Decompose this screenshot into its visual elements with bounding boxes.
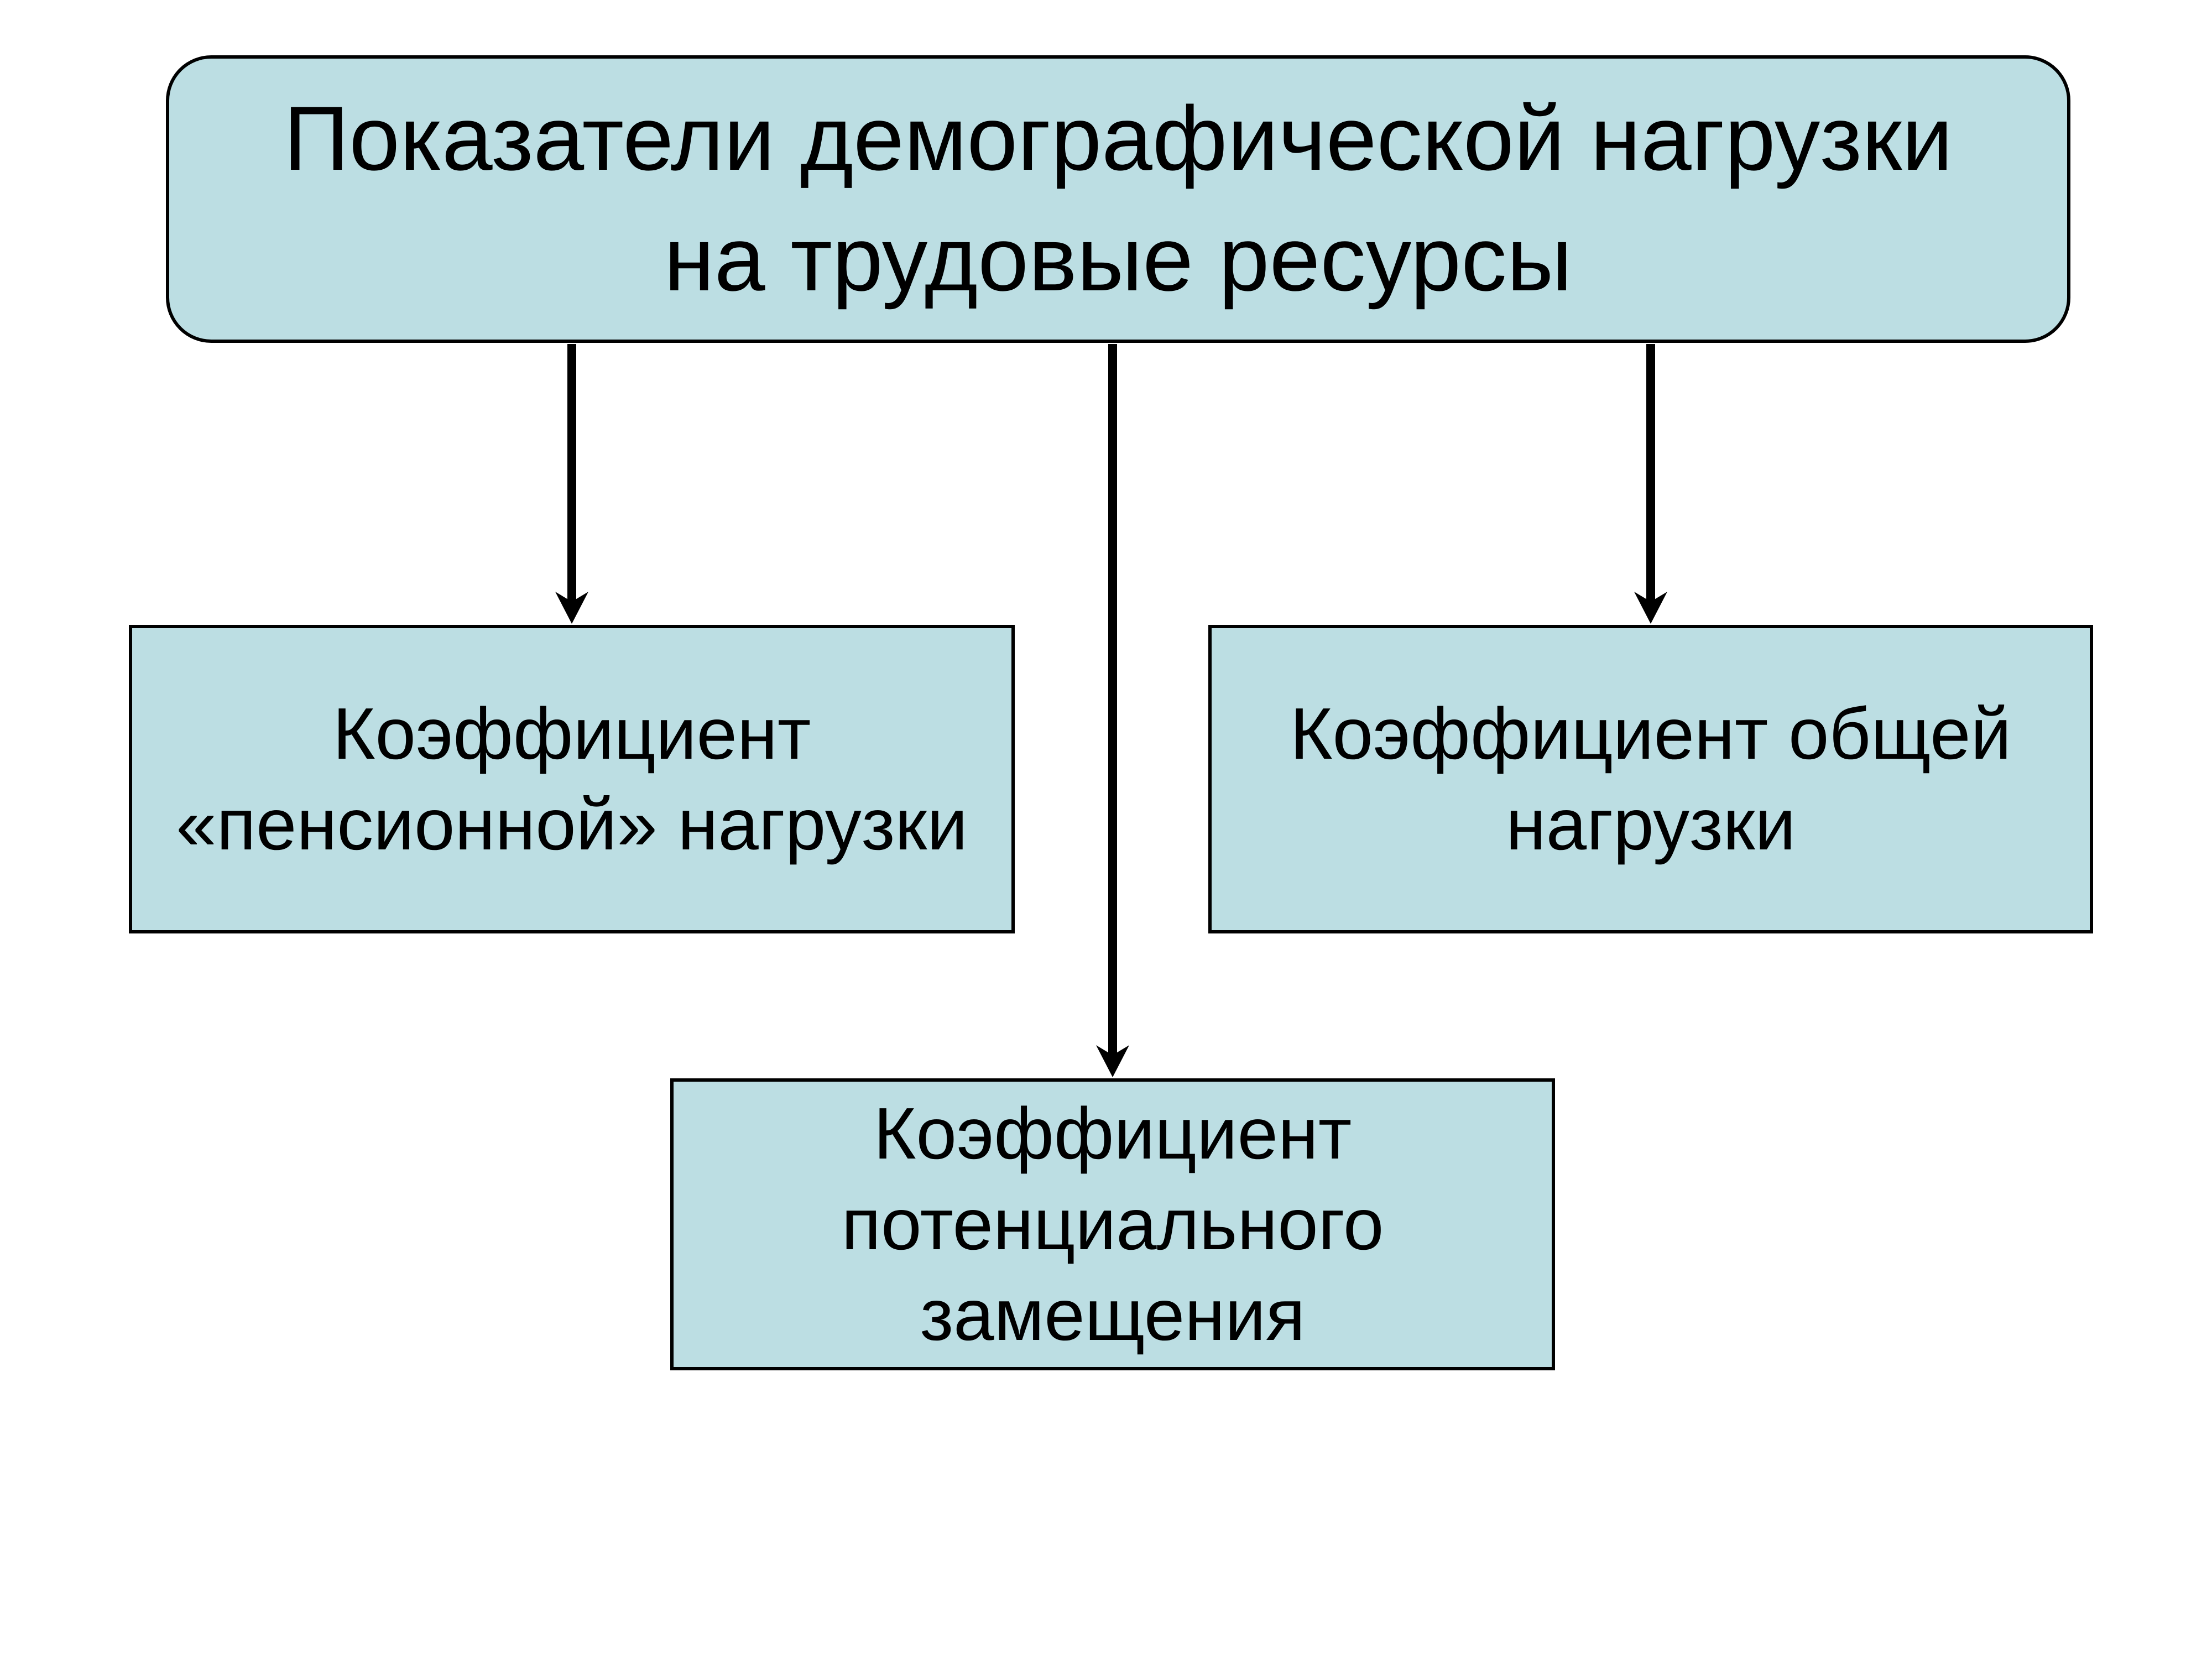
- arrow-root-to-pension-box: [555, 344, 588, 624]
- arrow-root-to-replacement-box: [1096, 344, 1129, 1077]
- arrow-root-to-total-box: [1634, 344, 1667, 624]
- root-box: Показатели демографической нагрузки на т…: [166, 55, 2070, 343]
- pension-load-box-label: Коэффициент «пенсионной» нагрузки: [176, 693, 968, 865]
- pension-load-box: Коэффициент «пенсионной» нагрузки: [129, 625, 1015, 933]
- potential-replacement-box-label: Коэффициент потенциального замещения: [841, 1093, 1384, 1355]
- total-load-box-label: Коэффициент общей нагрузки: [1290, 693, 2012, 865]
- root-box-label: Показатели демографической нагрузки на т…: [283, 87, 1953, 310]
- potential-replacement-box: Коэффициент потенциального замещения: [670, 1078, 1555, 1370]
- total-load-box: Коэффициент общей нагрузки: [1208, 625, 2093, 933]
